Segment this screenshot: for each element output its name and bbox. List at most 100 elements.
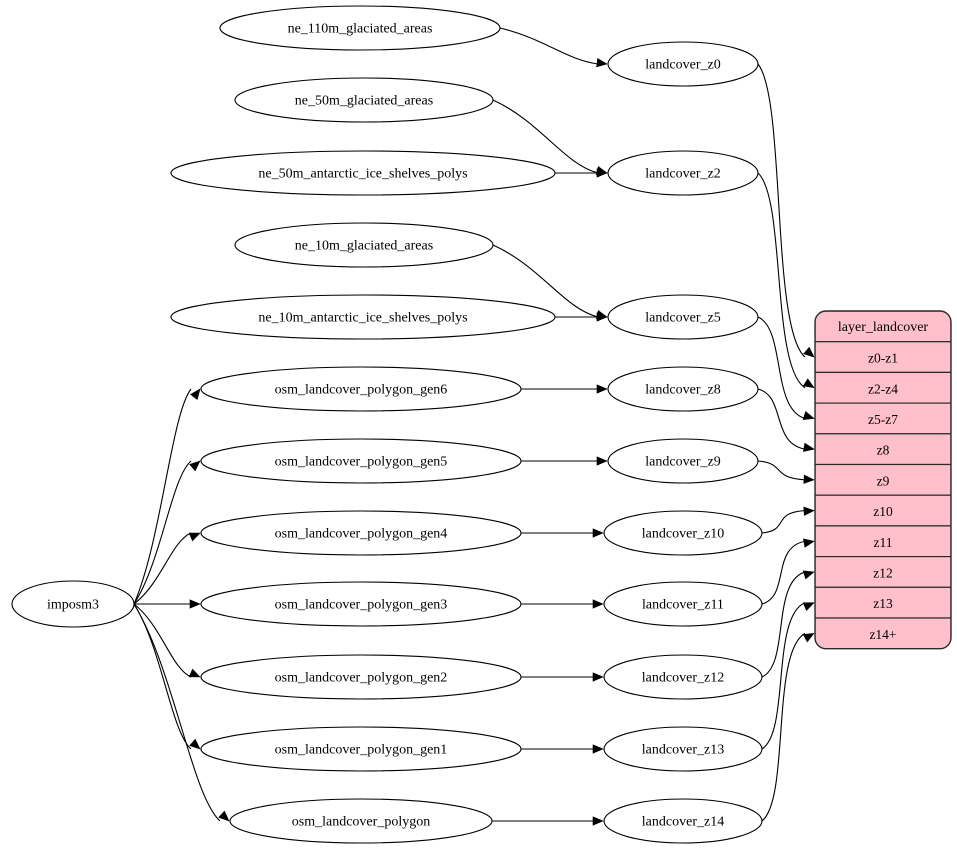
edge-arrowhead: [596, 312, 608, 322]
table-row-z9[interactable]: z9: [815, 463, 951, 496]
edge-osm-landcover-polygon-gen5-to-landcover-z9: [521, 456, 608, 466]
edge-imposm3-to-osm-landcover-polygon-gen5: [133, 460, 201, 605]
table-row-z12[interactable]: z12: [815, 555, 951, 588]
node-landcover-z12[interactable]: landcover_z12: [603, 654, 763, 700]
table-row-background: [815, 555, 951, 588]
node-landcover-z13[interactable]: landcover_z13: [603, 726, 763, 772]
edge-arrowhead: [803, 442, 815, 452]
node-ne-10m-glaciated-areas[interactable]: ne_10m_glaciated_areas: [234, 222, 494, 268]
edge-arrowhead: [803, 346, 815, 358]
node-landcover-z2[interactable]: landcover_z2: [607, 150, 759, 196]
dataset-node-shape: [200, 726, 522, 772]
layer-node-shape: [603, 510, 763, 556]
edge-osm-landcover-polygon-gen1-to-landcover-z13: [521, 744, 604, 754]
edge-line: [757, 388, 806, 450]
node-osm-landcover-polygon-gen4[interactable]: osm_landcover_polygon_gen4: [200, 510, 522, 556]
node-landcover-z5[interactable]: landcover_z5: [607, 294, 759, 340]
edge-line: [757, 63, 806, 358]
node-osm-landcover-polygon-gen3[interactable]: osm_landcover_polygon_gen3: [200, 581, 522, 627]
table-row-background: [815, 371, 951, 404]
table-row-background: [815, 433, 951, 466]
edge-arrowhead: [802, 378, 815, 389]
edge-line: [133, 388, 192, 605]
dataset-node-shape: [200, 438, 522, 484]
edge-imposm3-to-osm-landcover-polygon-gen3: [134, 599, 201, 609]
edge-line: [133, 603, 221, 822]
edge-line: [757, 316, 806, 419]
table-cells: layer_landcoverz0-z1z2-z4z5-z7z8z9z10z11…: [815, 311, 951, 649]
edge-imposm3-to-osm-landcover-polygon-gen4: [133, 532, 201, 605]
node-osm-landcover-polygon-gen5[interactable]: osm_landcover_polygon_gen5: [200, 438, 522, 484]
edge-line: [133, 603, 192, 750]
node-landcover-z11[interactable]: landcover_z11: [603, 581, 763, 627]
node-landcover-z14[interactable]: landcover_z14: [603, 798, 763, 844]
table-row-z13[interactable]: z13: [815, 586, 951, 619]
edge-line: [761, 571, 806, 678]
edge-line: [499, 27, 599, 65]
edge-layer: [133, 27, 815, 826]
table-row-z2-z4[interactable]: z2-z4: [815, 371, 951, 404]
edge-ne-110m-glaciated-areas-to-landcover-z0: [499, 27, 608, 68]
edge-line: [133, 603, 192, 678]
node-ne-10m-antarctic-ice-shelves-polys[interactable]: ne_10m_antarctic_ice_shelves_polys: [170, 294, 556, 340]
edge-arrowhead: [802, 632, 815, 643]
node-landcover-z0[interactable]: landcover_z0: [607, 41, 759, 87]
edge-arrowhead: [803, 474, 815, 484]
edge-line: [133, 532, 192, 605]
edge-arrowhead: [802, 602, 815, 611]
node-landcover-z9[interactable]: landcover_z9: [607, 438, 759, 484]
node-osm-landcover-polygon[interactable]: osm_landcover_polygon: [229, 798, 493, 844]
node-imposm3[interactable]: imposm3: [11, 580, 135, 628]
edge-arrowhead: [592, 528, 604, 538]
table-row-z8[interactable]: z8: [815, 433, 951, 466]
dataset-node-shape: [200, 510, 522, 556]
node-ne-50m-glaciated-areas[interactable]: ne_50m_glaciated_areas: [234, 77, 494, 123]
edge-arrowhead: [188, 668, 201, 678]
edge-arrowhead: [189, 738, 201, 750]
table-row-z11[interactable]: z11: [815, 525, 951, 558]
edge-line: [757, 460, 806, 481]
layer-landcover-table: layer_landcoverz0-z1z2-z4z5-z7z8z9z10z11…: [814, 310, 952, 650]
table-row-background: [815, 341, 951, 374]
node-osm-landcover-polygon-gen2[interactable]: osm_landcover_polygon_gen2: [200, 654, 522, 700]
edge-line: [757, 172, 806, 389]
edge-line: [133, 460, 192, 605]
table-row-z0-z1[interactable]: z0-z1: [815, 341, 951, 374]
edge-landcover-z9-to-z9: [757, 460, 815, 484]
table-row-background: [815, 586, 951, 619]
table-row-background: [815, 463, 951, 496]
edge-arrowhead: [596, 456, 608, 466]
node-osm-landcover-polygon-gen6[interactable]: osm_landcover_polygon_gen6: [200, 366, 522, 412]
node-ne-110m-glaciated-areas[interactable]: ne_110m_glaciated_areas: [219, 5, 501, 51]
edge-arrowhead: [596, 58, 608, 68]
edge-ne-50m-antarctic-ice-shelves-polys-to-landcover-z2: [555, 168, 608, 178]
edge-arrowhead: [592, 816, 604, 826]
node-osm-landcover-polygon-gen1[interactable]: osm_landcover_polygon_gen1: [200, 726, 522, 772]
node-landcover-z10[interactable]: landcover_z10: [603, 510, 763, 556]
edge-landcover-z5-to-z5-z7: [757, 316, 815, 420]
table-row-z10[interactable]: z10: [815, 494, 951, 527]
table-row-z14[interactable]: z14+: [815, 617, 951, 649]
layer-node-shape: [607, 438, 759, 484]
edge-landcover-z11-to-z11: [761, 538, 815, 605]
edge-landcover-z0-to-z0-z1: [757, 63, 815, 358]
node-landcover-z8[interactable]: landcover_z8: [607, 366, 759, 412]
edge-landcover-z14-to-z14: [761, 632, 815, 822]
table-outline: [814, 310, 952, 650]
edge-arrowhead: [596, 168, 608, 178]
edge-imposm3-to-osm-landcover-polygon-gen6: [133, 388, 201, 605]
table-row-z5-z7[interactable]: z5-z7: [815, 402, 951, 435]
table-row-background: [815, 525, 951, 558]
edge-osm-landcover-polygon-to-landcover-z14: [492, 816, 604, 826]
node-ne-50m-antarctic-ice-shelves-polys[interactable]: ne_50m_antarctic_ice_shelves_polys: [170, 150, 556, 196]
edge-imposm3-to-osm-landcover-polygon-gen2: [133, 603, 201, 678]
edge-arrowhead: [218, 810, 230, 822]
dataset-node-shape: [229, 798, 493, 844]
edge-arrowhead: [803, 506, 815, 516]
edge-osm-landcover-polygon-gen2-to-landcover-z12: [521, 672, 604, 682]
dataset-node-shape: [234, 222, 494, 268]
edge-line: [761, 510, 806, 534]
edge-osm-landcover-polygon-gen3-to-landcover-z11: [521, 599, 604, 609]
edge-line: [761, 632, 806, 822]
